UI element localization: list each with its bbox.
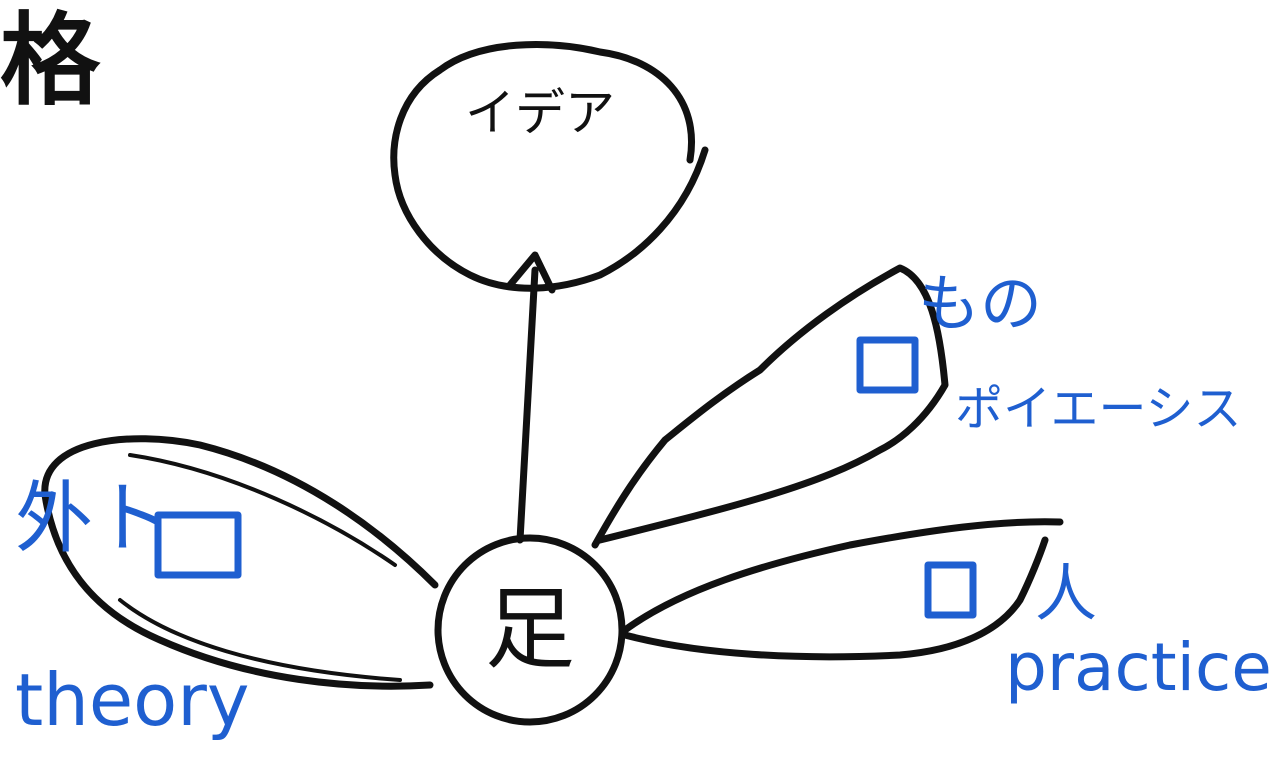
lower-right-petal-english-label: practice bbox=[1005, 629, 1271, 706]
left-petal-inner-stroke bbox=[128, 453, 397, 567]
upper-right-petal-blank-box bbox=[856, 336, 919, 394]
left-petal-blank-box bbox=[154, 511, 242, 579]
lower-right-petal-outline bbox=[621, 518, 1064, 661]
center-node-label: 足 bbox=[485, 577, 575, 682]
arrow-head-icon bbox=[506, 251, 556, 294]
idea-bubble-label: イデア bbox=[465, 84, 615, 142]
upper-right-petal-outline bbox=[591, 264, 949, 549]
lower-right-petal-blank-box bbox=[924, 561, 977, 619]
corner-character: 格 bbox=[0, 2, 101, 119]
lower-right-petal-label: 人 bbox=[1035, 557, 1097, 630]
left-petal-lower-stroke bbox=[118, 598, 402, 682]
idea-bubble-outline bbox=[390, 41, 709, 292]
upper-right-petal-top-label: もの bbox=[918, 267, 1042, 340]
center-node-circle bbox=[434, 534, 626, 726]
left-petal-english-label: theory bbox=[15, 658, 249, 742]
left-petal-label: 外ト bbox=[15, 474, 171, 564]
upper-right-petal-bottom-label: ポイエーシス bbox=[955, 381, 1242, 437]
left-petal-outline bbox=[41, 435, 439, 690]
arrow-shaft bbox=[516, 266, 539, 544]
